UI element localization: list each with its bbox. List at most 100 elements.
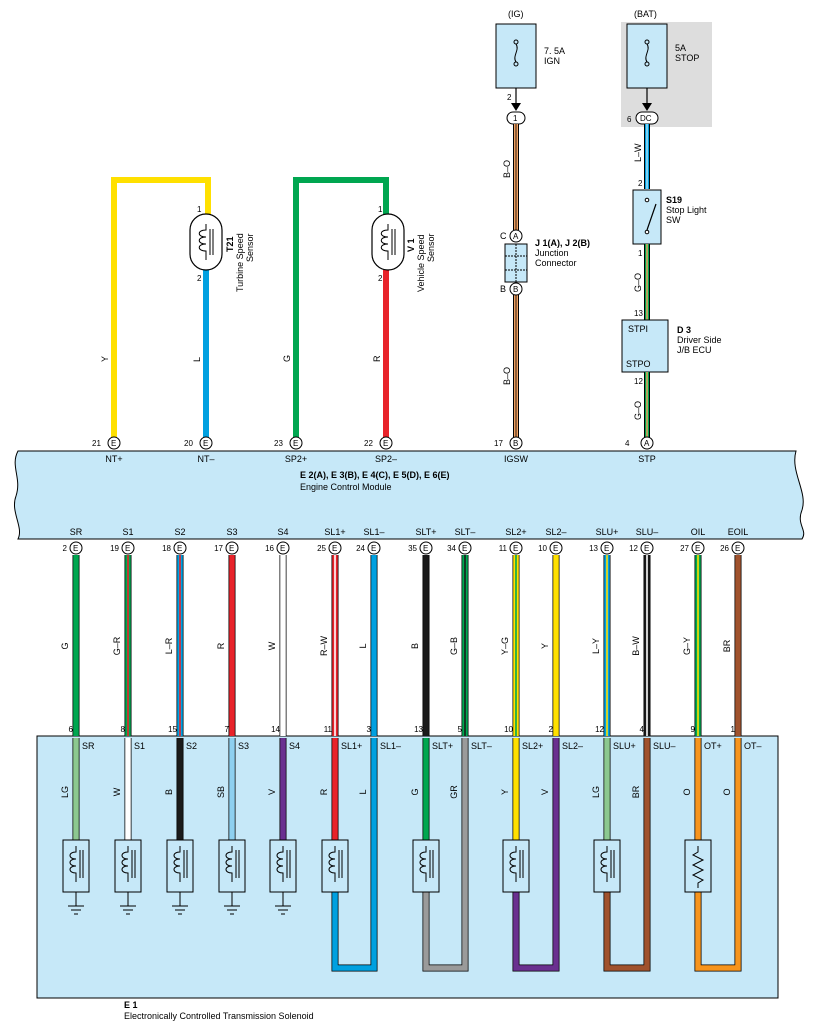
terminal-connector-code: E <box>462 544 467 553</box>
solenoid-wire-color-label: GR <box>449 785 459 799</box>
wire-color-label: L <box>358 643 368 648</box>
solenoid-pair <box>321 839 378 972</box>
stop-fuse-name: STOP <box>675 53 699 63</box>
solenoid-wire-color-label: G <box>410 788 420 795</box>
junction-name-1: Junction <box>535 248 569 258</box>
switch-lever-icon <box>646 203 657 231</box>
stop-fuse-rating: 5A <box>675 43 686 53</box>
svg-text:A: A <box>513 232 519 241</box>
terminal-pin-number: 10 <box>538 544 547 553</box>
switch-id: S19 <box>666 195 682 205</box>
thermistor-icon <box>684 839 712 893</box>
svg-text:Sensor: Sensor <box>426 233 436 262</box>
solenoid-pin-label: OT– <box>744 741 762 751</box>
ecm-subtitle: Engine Control Module <box>300 482 392 492</box>
solenoid-coil-icon <box>593 839 621 893</box>
solenoid-wire-color-label: W <box>112 787 122 796</box>
solenoid-pair <box>412 839 469 972</box>
wire-label-bo-upper: B–O <box>502 160 512 178</box>
solenoid-pin-number: 9 <box>691 725 696 734</box>
wire-color-label: BR <box>722 639 732 652</box>
solenoid-pin-label: SR <box>82 741 95 751</box>
solenoid-pin-label: SL1+ <box>341 741 362 751</box>
stop-arrow-icon <box>642 103 652 111</box>
solenoid-pin-number: 12 <box>595 725 604 734</box>
terminal-connector-code: E <box>177 544 182 553</box>
ground-icon <box>172 905 188 915</box>
terminal-label: SLT– <box>455 527 476 537</box>
terminal-label: NT+ <box>105 454 122 464</box>
terminal-connector-code: E <box>423 544 428 553</box>
solenoid-pin-number: 1 <box>731 725 736 734</box>
solenoid-coil-icon <box>502 839 530 893</box>
terminal-label: SP2– <box>375 454 397 464</box>
solenoid-pin-label: S2 <box>186 741 197 751</box>
solenoid-wire-color-label: LG <box>60 786 70 798</box>
terminal-pin-number: 35 <box>408 544 417 553</box>
ecm-bottom-terminals: SRE2G6SRLGS1E19G–R8S1WS2E18L–R15S2BS3E17… <box>60 527 762 972</box>
solenoid-pin-number: 5 <box>458 725 463 734</box>
solenoid-pin-label: SLU– <box>653 741 676 751</box>
terminal-connector <box>367 541 381 555</box>
terminal-label: S1 <box>122 527 133 537</box>
wire-y-nt-plus <box>111 177 211 440</box>
terminal-connector-code: E <box>735 544 740 553</box>
terminal-label: EOIL <box>728 527 749 537</box>
ecm-body <box>14 450 805 540</box>
terminal-connector-code: E <box>513 544 518 553</box>
solenoid-pin-number: 3 <box>367 725 372 734</box>
solenoid-wire-color-label: B <box>164 789 174 795</box>
solenoid-wire-color-label: R <box>319 788 329 795</box>
wire-color-label: G <box>60 642 70 649</box>
wire-color-label: R–W <box>319 635 329 656</box>
terminal-pin-number: 19 <box>110 544 119 553</box>
svg-text:Turbine Speed: Turbine Speed <box>235 233 245 292</box>
wire-label-lw: L–W <box>633 143 643 162</box>
solenoid-pin-label: SL2– <box>562 741 583 751</box>
terminal-connector-code: E <box>553 544 558 553</box>
terminal-pin-number: 18 <box>162 544 171 553</box>
wire-label-g: G <box>282 355 292 362</box>
solenoid-pin-label: SLT– <box>471 741 492 751</box>
wire-color-label: L–Y <box>591 638 601 654</box>
solenoid-wire-color-label: O <box>682 788 692 795</box>
solenoid-wire-color-label: O <box>722 788 732 795</box>
ign-arrow-icon <box>511 103 521 111</box>
terminal-label: STP <box>638 454 656 464</box>
solenoid-pair <box>502 839 560 972</box>
solenoid-wire-color-label: L <box>358 789 368 794</box>
terminal-connector-code: E <box>203 439 208 448</box>
terminal-label: SL2+ <box>505 527 526 537</box>
terminal-connector-code: E <box>73 544 78 553</box>
solenoid-block <box>36 735 779 999</box>
solenoid-coil-icon <box>321 839 349 893</box>
solenoid-pin-label: OT+ <box>704 741 722 751</box>
ground-icon <box>68 905 84 915</box>
svg-text:T21: T21 <box>225 236 235 252</box>
terminal-pin-number: 27 <box>680 544 689 553</box>
wire-color-label: B <box>410 643 420 649</box>
solenoid-pin-label: S1 <box>134 741 145 751</box>
wire-label-go-bottom: G–O <box>633 401 643 420</box>
switch-pin-bottom: 1 <box>638 249 643 258</box>
solenoid-pin-number: 13 <box>414 725 423 734</box>
terminal-connector <box>549 541 563 555</box>
ign-fuse-icon <box>513 39 519 67</box>
terminal-connector <box>640 541 654 555</box>
terminal-connector-code: B <box>513 439 518 448</box>
junction-name-2: Connector <box>535 258 577 268</box>
ecm-title: E 2(A), E 3(B), E 4(C), E 5(D), E 6(E) <box>300 470 450 480</box>
wire-color-label: Y <box>540 643 550 649</box>
ign-fuse-name: IGN <box>544 56 560 66</box>
terminal-connector-code: E <box>280 544 285 553</box>
solenoid-block-name: Electronically Controlled Transmission S… <box>124 1011 314 1021</box>
terminal-connector <box>731 541 745 555</box>
